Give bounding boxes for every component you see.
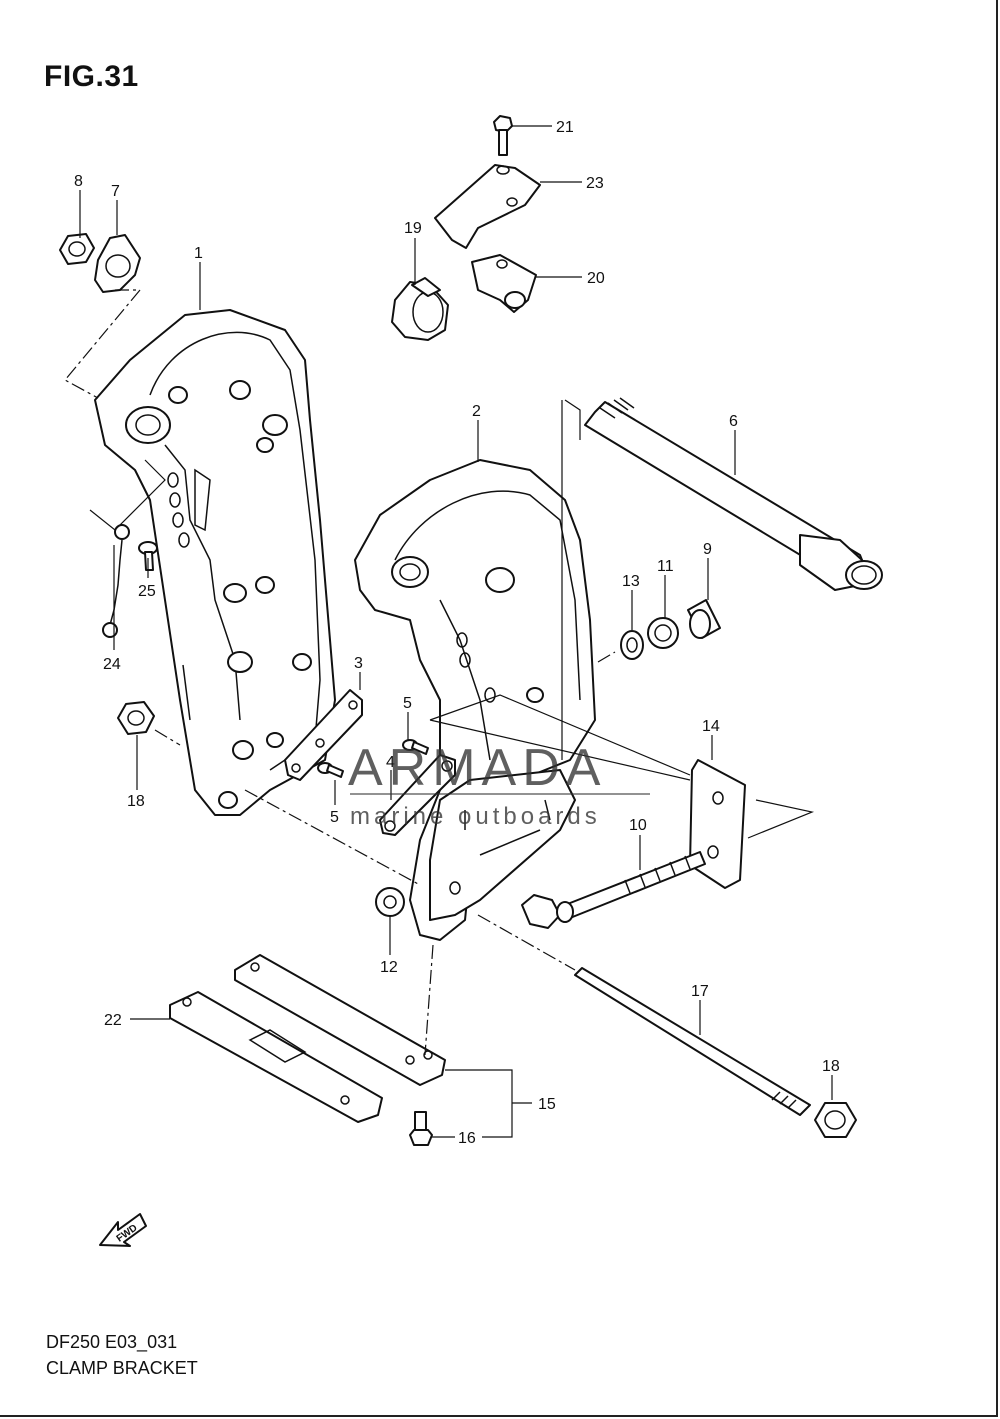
part-7-plate (94, 234, 141, 293)
callout-11: 11 (657, 558, 674, 575)
callout-22: 22 (104, 1012, 122, 1029)
callout-23: 23 (586, 175, 604, 192)
callout-10: 10 (629, 817, 647, 834)
callout-1: 1 (194, 245, 203, 262)
part-18-nut-left (117, 701, 155, 735)
diagram-code: DF250 E03_031 (46, 1332, 178, 1352)
part-11-bushing (647, 617, 679, 649)
callout-12: 12 (380, 959, 398, 976)
part-14-plate (689, 759, 746, 889)
part-5-screw-upper (402, 739, 429, 755)
part-15-strip (234, 954, 446, 1086)
callout-18-left: 18 (127, 793, 145, 810)
callout-17: 17 (691, 983, 709, 1000)
part-5-screw-lower (317, 762, 344, 778)
callout-13: 13 (622, 573, 640, 590)
figure-title: FIG.31 (44, 60, 139, 93)
callout-6: 6 (729, 413, 738, 430)
callout-2: 2 (472, 403, 481, 420)
callout-5-upper: 5 (403, 695, 412, 712)
callout-16: 16 (458, 1130, 476, 1147)
part-20-bracket (471, 254, 537, 313)
callout-25: 25 (138, 583, 156, 600)
callout-7: 7 (111, 183, 120, 200)
part-12-washer (375, 887, 405, 917)
callout-19: 19 (404, 220, 422, 237)
part-22-strip (169, 991, 383, 1123)
clamp-bracket-right (354, 459, 596, 941)
callout-15: 15 (538, 1096, 556, 1113)
callout-3: 3 (354, 655, 363, 672)
part-6-tilt-tube (584, 397, 883, 591)
callout-21: 21 (556, 119, 574, 136)
part-16-bolt (409, 1111, 433, 1146)
callout-20: 20 (587, 270, 605, 287)
part-9-collar (687, 599, 721, 639)
watermark-tagline: marine outboards (350, 803, 601, 830)
part-13-washer (620, 630, 644, 660)
callout-9: 9 (703, 541, 712, 558)
part-8-nut (59, 233, 95, 265)
part-24-ground-wire (102, 524, 130, 638)
part-10-bolt (521, 851, 706, 929)
leader-lines (79, 125, 833, 1138)
part-18-nut-right (814, 1102, 857, 1138)
diagram-name: CLAMP BRACKET (46, 1358, 198, 1378)
watermark-brand: ARMADA (348, 739, 606, 797)
callout-14: 14 (702, 718, 720, 735)
part-3-plate (284, 689, 363, 781)
callout-18-right: 18 (822, 1058, 840, 1075)
clamp-bracket-left (94, 309, 336, 816)
callout-24: 24 (103, 656, 121, 673)
fwd-arrow-icon: FWD (99, 1213, 147, 1247)
watermark: ARMADA marine outboards (348, 739, 650, 830)
callout-5-lower: 5 (330, 809, 339, 826)
part-25-screw (138, 541, 158, 571)
part-4-link (379, 754, 456, 836)
callout-labels: 1 2 3 4 5 5 6 7 8 9 10 11 12 13 14 15 16… (74, 119, 840, 1147)
part-23-bracket (434, 164, 541, 249)
part-21-bolt (493, 115, 513, 156)
part-19-grommet (391, 277, 449, 341)
callout-4: 4 (386, 754, 395, 771)
callout-8: 8 (74, 173, 83, 190)
part-17-shaft (574, 967, 811, 1116)
